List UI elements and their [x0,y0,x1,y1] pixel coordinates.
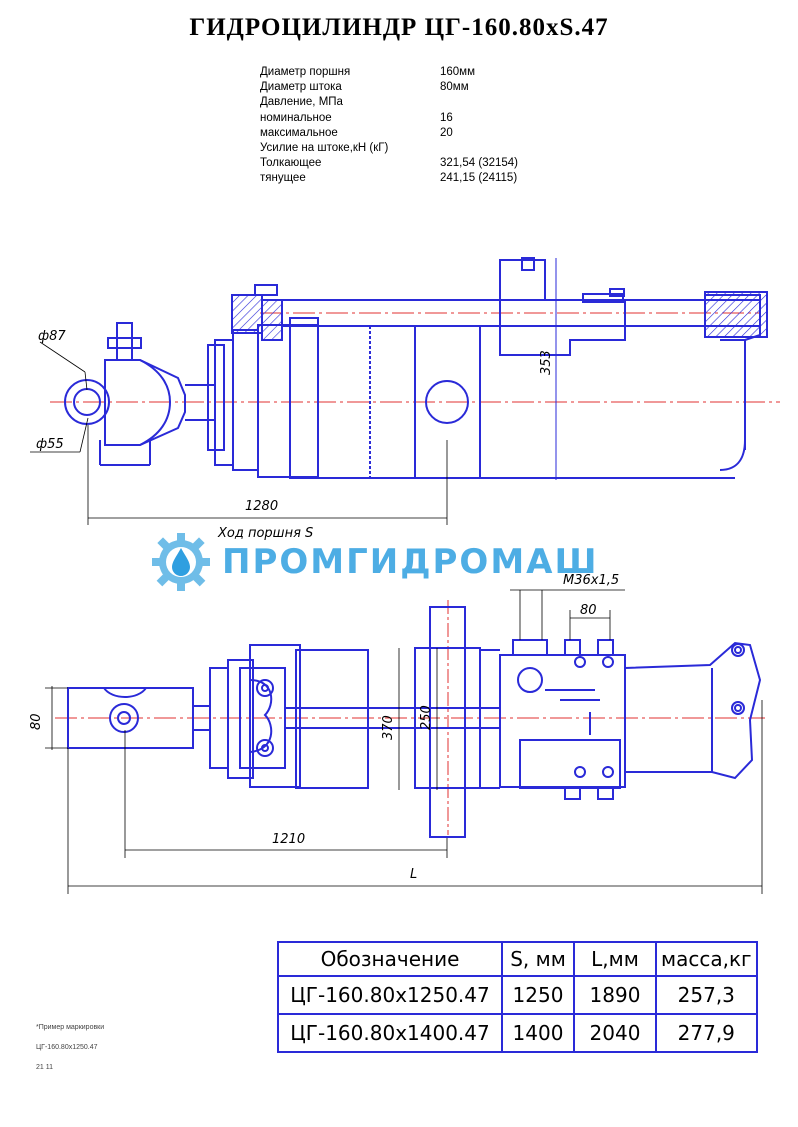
sheet-code: 21 11 [36,1064,53,1071]
table-header-row: Обозначение S, мм L,мм масса,кг [277,941,758,977]
bottom-dimensions [45,589,763,894]
spec-row: тянущее 241,15 (24115) [260,172,518,185]
top-view [50,257,780,480]
length-1280-label: 1280 [245,499,278,514]
width-80-label: 80 [29,713,44,730]
spec-row: Давление, МПа [260,96,343,109]
drawing-title: ГИДРОЦИЛИНДР ЦГ-160.80хS.47 [189,14,609,41]
diameter-55-label: ф55 [36,437,64,452]
header-length: L,мм [573,941,657,977]
stroke-label: Ход поршня S [217,526,313,541]
bottom-view [55,600,765,838]
gear-drop-icon [152,533,210,591]
header-designation: Обозначение [277,941,503,977]
length-L-label: L [410,867,417,882]
spec-row: Усилие на штоке,кН (кГ) [260,141,389,154]
top-dimensions [30,341,448,525]
marking-example: ЦГ-160.80х1250.47 [36,1044,98,1051]
distance-80-label: 80 [580,603,597,618]
width-370-label: 370 [381,715,396,740]
table-row: ЦГ-160.80х1400.47 1400 2040 277,9 [277,1013,758,1053]
height-353-label: 353 [539,350,554,375]
header-mass: масса,кг [655,941,758,977]
variants-table: Обозначение S, мм L,мм масса,кг ЦГ-160.8… [277,941,758,1053]
length-1210-label: 1210 [272,832,305,847]
thread-m36-label: М36х1,5 [563,573,619,588]
company-logo: ПРОМГИДРОМАШ [148,530,598,594]
table-row: ЦГ-160.80х1250.47 1250 1890 257,3 [277,975,758,1015]
marking-note: *Пример маркировки [36,1024,105,1031]
header-stroke: S, мм [501,941,575,977]
diameter-87-label: ф87 [38,329,66,344]
width-250-label: 250 [419,705,434,730]
spec-row: максимальное 20 [260,126,453,139]
logo-text: ПРОМГИДРОМАШ [222,542,599,582]
